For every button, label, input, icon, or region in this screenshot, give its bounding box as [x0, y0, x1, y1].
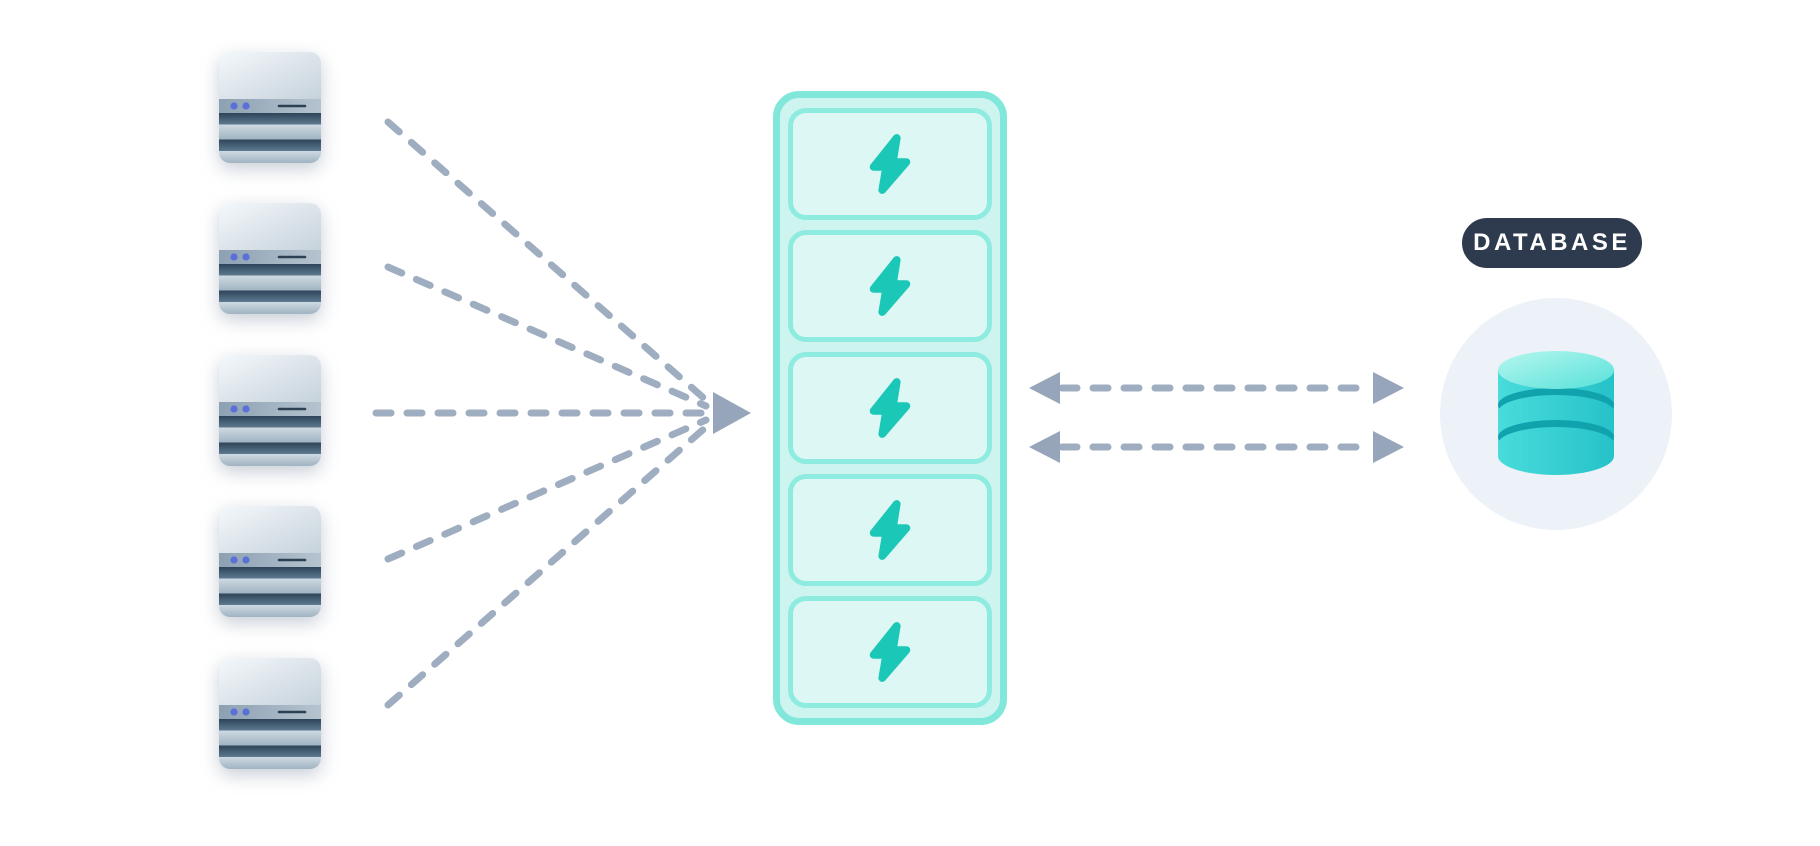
lightning-bolt-icon: [863, 377, 917, 439]
lightning-bolt-icon: [863, 133, 917, 195]
worker-cell: [788, 352, 992, 464]
worker-stack: [773, 91, 1007, 725]
fan-line-1: [384, 118, 710, 404]
db-link-bottom-right-arrowhead-icon: [1373, 431, 1404, 463]
db-link-top-left-arrowhead-icon: [1029, 372, 1060, 404]
lightning-bolt-icon: [863, 621, 917, 683]
worker-cell: [788, 108, 992, 220]
database-cylinder-icon: [1498, 351, 1614, 475]
fan-line-4: [384, 416, 710, 563]
fan-line-5: [384, 423, 710, 709]
lightning-bolt-icon: [863, 499, 917, 561]
worker-cell: [788, 230, 992, 342]
worker-cell: [788, 596, 992, 708]
db-link-bottom-left-arrowhead-icon: [1029, 431, 1060, 463]
fan-arrowhead-icon: [713, 392, 751, 434]
fan-line-2: [384, 263, 710, 410]
worker-cell: [788, 474, 992, 586]
db-link-top-right-arrowhead-icon: [1373, 372, 1404, 404]
database-badge: DATABASE: [1462, 218, 1642, 268]
database-badge-label: DATABASE: [1473, 229, 1631, 256]
lightning-bolt-icon: [863, 255, 917, 317]
